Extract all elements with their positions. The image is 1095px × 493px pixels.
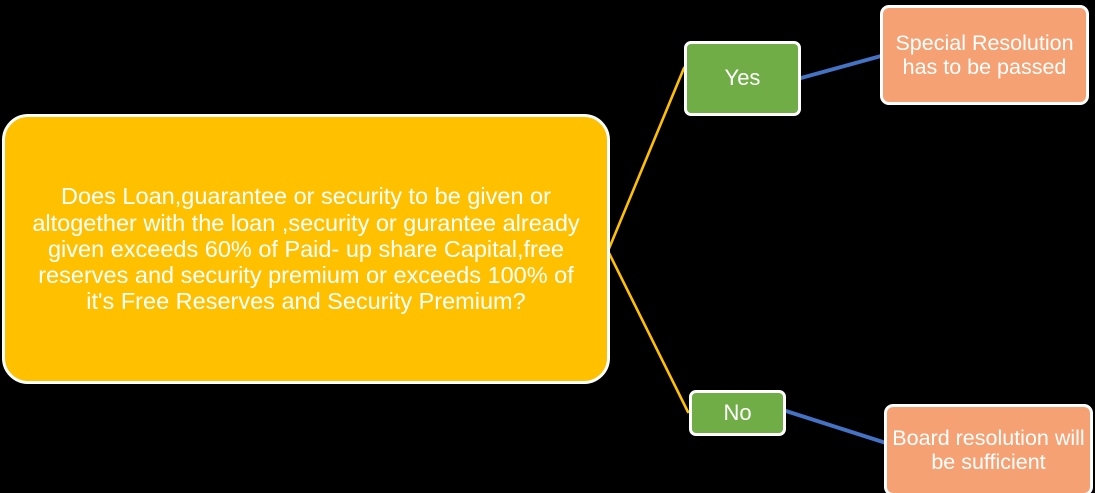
outcome-board-resolution-box[interactable]: Board resolution will be sufficient: [884, 404, 1093, 493]
decision-box[interactable]: Does Loan,guarantee or security to be gi…: [2, 114, 610, 384]
outcome-special-resolution-box[interactable]: Special Resolution has to be passed: [880, 5, 1089, 105]
branch-no-box[interactable]: No: [689, 390, 786, 436]
connector-no-to-outcome: [784, 409, 888, 445]
connector-decision-to-no: [606, 249, 690, 414]
branch-yes-box[interactable]: Yes: [684, 41, 801, 116]
connector-yes-to-outcome: [799, 54, 883, 80]
connector-decision-to-yes: [606, 66, 686, 253]
